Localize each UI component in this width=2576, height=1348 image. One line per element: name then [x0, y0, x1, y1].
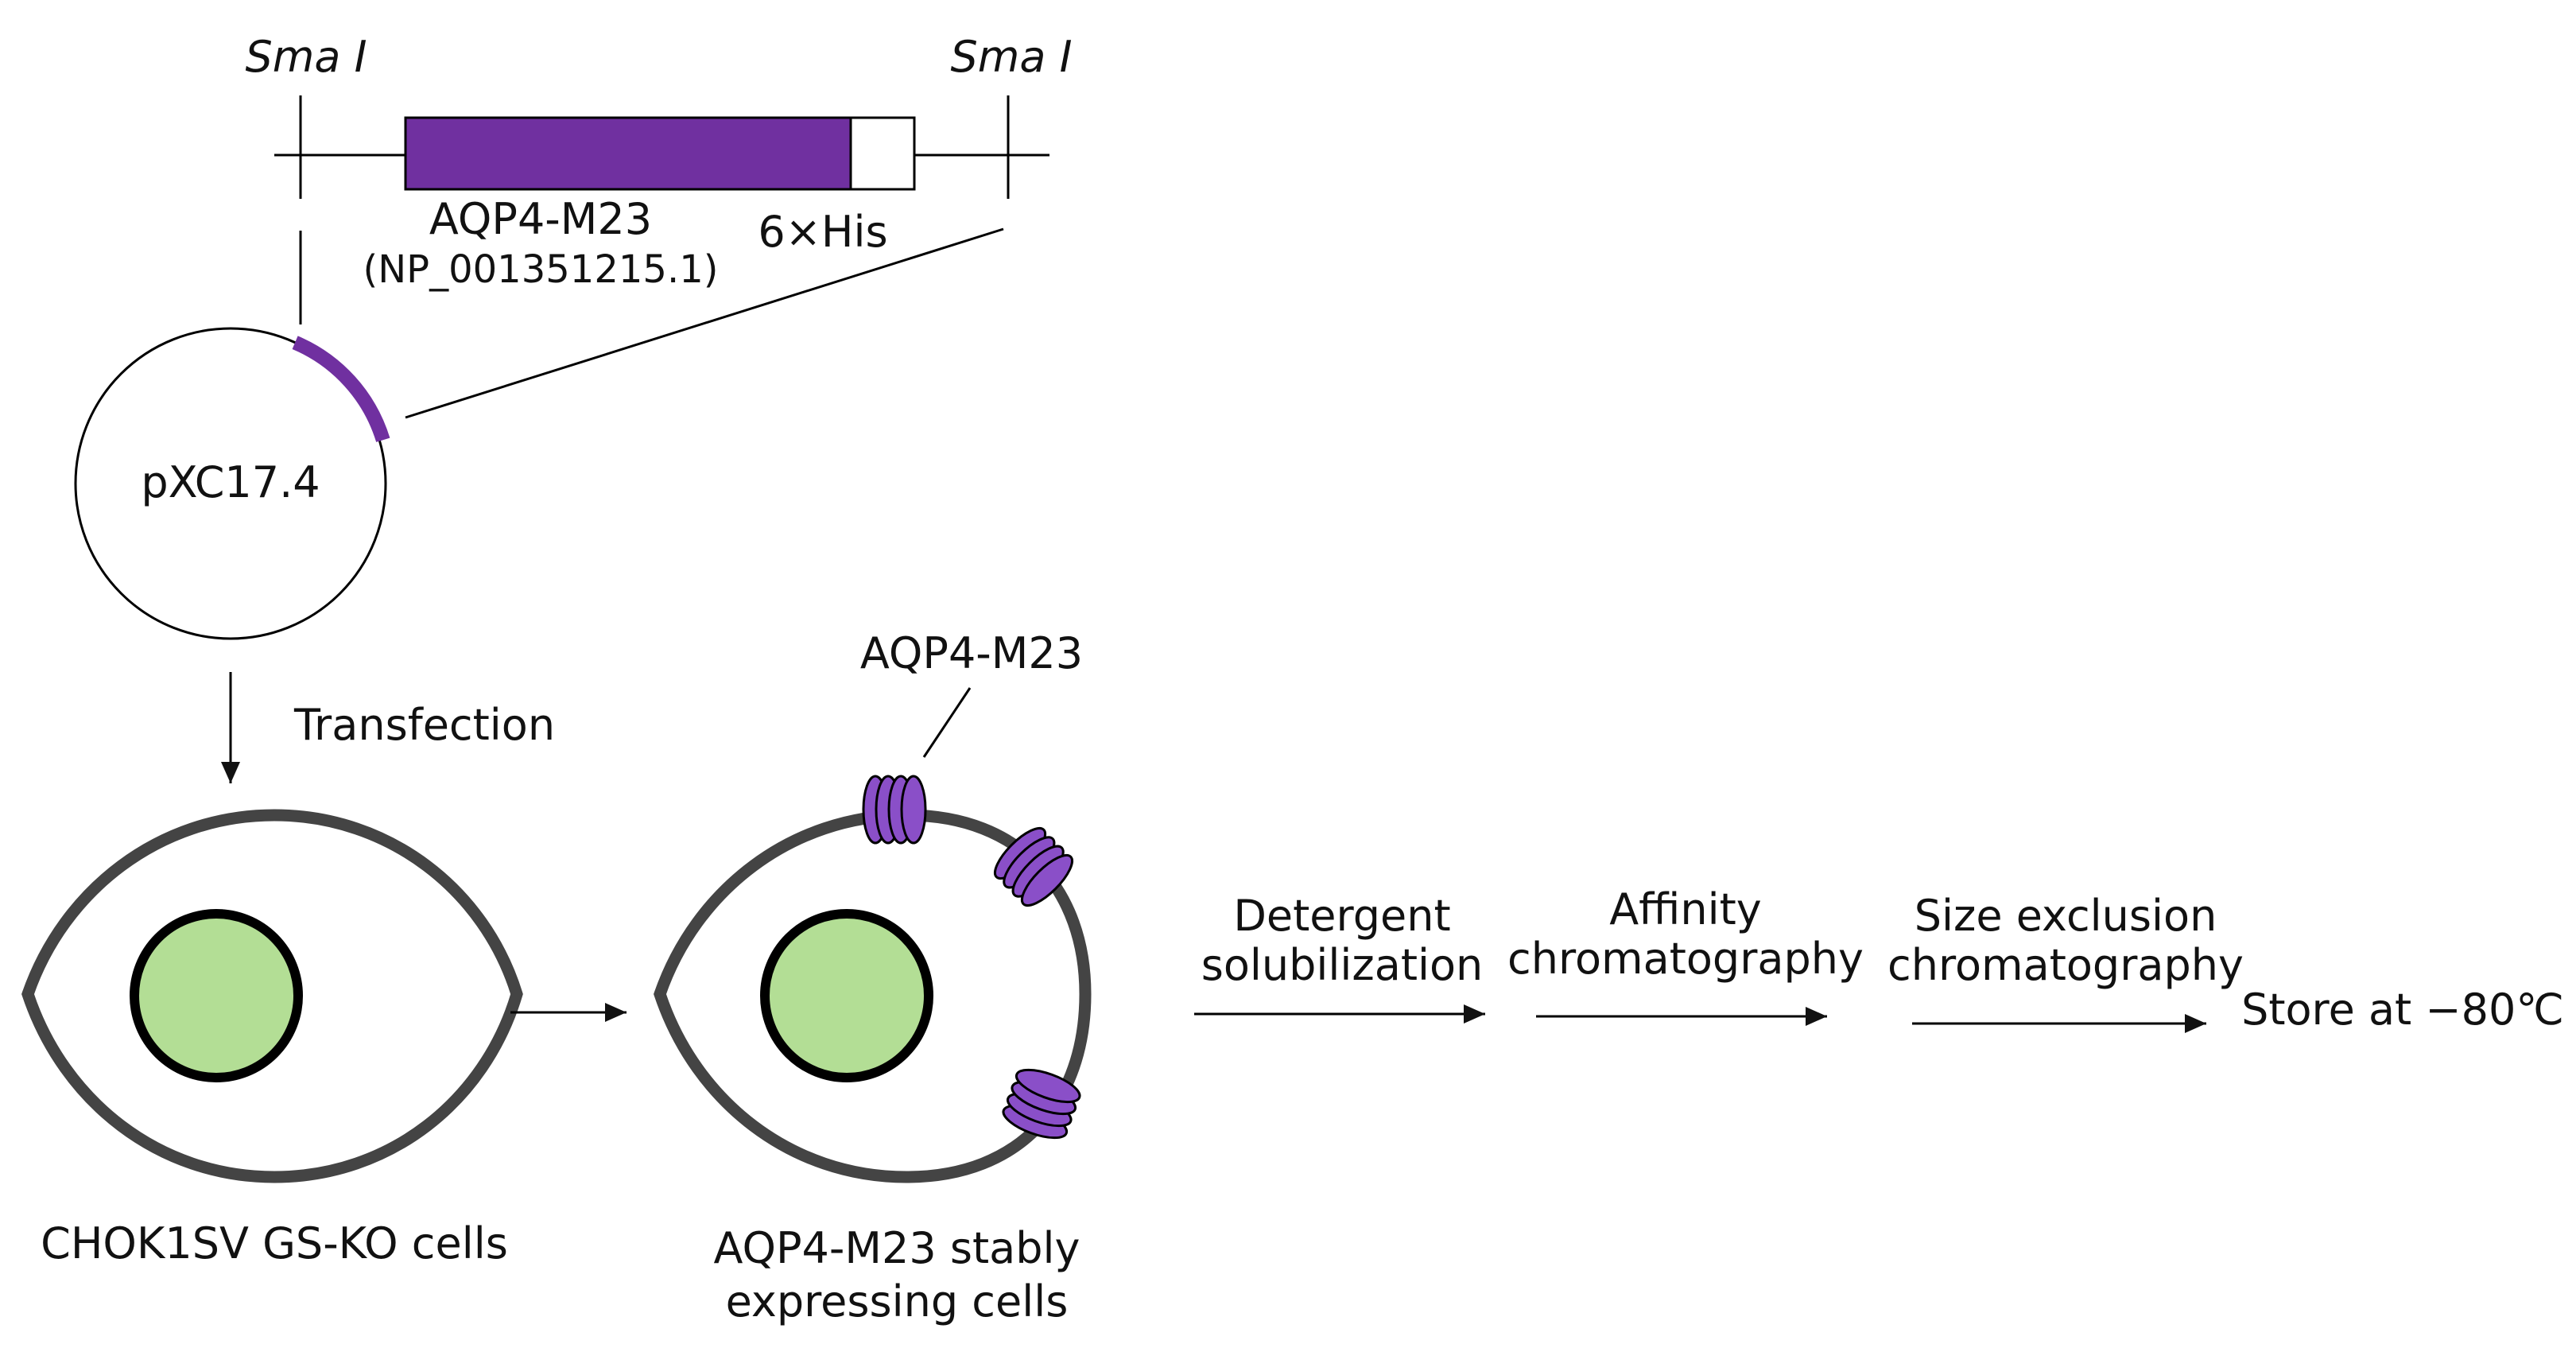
aqp4-m23-pointer-line [922, 687, 972, 758]
insert-gene-label: AQP4-M23 [429, 194, 652, 244]
detergent-solubilization-step: Detergent solubilization [1194, 891, 1485, 1024]
host-cell-nucleus [130, 909, 303, 1082]
plasmid-circle [74, 327, 387, 640]
storage-label: Store at −80℃ [2241, 985, 2564, 1035]
stable-cell-nucleus [760, 909, 933, 1082]
size-exclusion-label-line1: Size exclusion [1915, 891, 2217, 941]
detergent-label-line2: solubilization [1201, 940, 1484, 990]
affinity-label-line2: chromatography [1507, 934, 1864, 984]
zoom-line-right [405, 227, 1004, 419]
affinity-label-line1: Affinity [1609, 884, 1762, 934]
size-exclusion-chromatography-step: Size exclusion chromatography [1887, 891, 2244, 1033]
aqp4-tetramer-top [862, 775, 927, 845]
affinity-chromatography-step: Affinity chromatography [1507, 884, 1864, 1026]
transfection-label: Transfection [293, 700, 555, 750]
sma-i-label-right: Sma I [950, 32, 1072, 82]
his-tag-box [849, 116, 916, 191]
host-cell: CHOK1SV GS-KO cells [21, 809, 523, 1268]
expression-construct: Sma I Sma I AQP4-M23 (NP_001351215.1) 6×… [245, 32, 1073, 419]
stable-cells-label-line2: expressing cells [726, 1276, 1069, 1327]
detergent-label-line1: Detergent [1233, 891, 1450, 941]
aqp4-m23-protein-label: AQP4-M23 [860, 628, 1083, 678]
sma-i-label-left: Sma I [245, 32, 367, 82]
his-tag-label: 6×His [758, 207, 887, 257]
stable-cells-label-line1: AQP4-M23 stably [713, 1223, 1080, 1273]
plasmid-pxc17-4: pXC17.4 [74, 327, 390, 640]
plasmid-insert-arc [292, 336, 390, 443]
plasmid-name-label: pXC17.4 [141, 457, 320, 507]
stable-expressing-cell: AQP4-M23 AQP4-M23 stably expressing cell… [654, 628, 1092, 1327]
host-cells-label: CHOK1SV GS-KO cells [41, 1218, 508, 1268]
insert-accession-label: (NP_001351215.1) [363, 247, 719, 292]
size-exclusion-label-line2: chromatography [1887, 940, 2244, 990]
aqp4-m23-insert-box [404, 116, 852, 191]
